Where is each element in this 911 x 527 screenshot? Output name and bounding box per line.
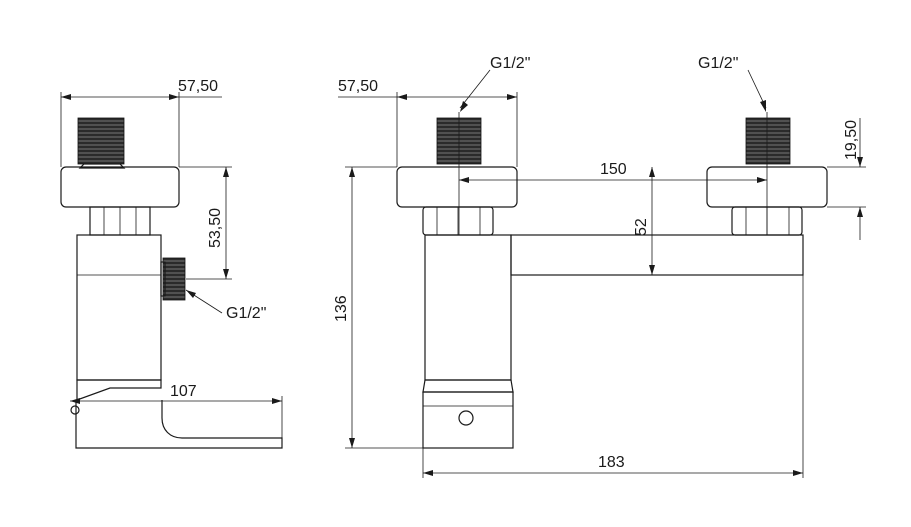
center-spacing-label: 150 bbox=[600, 161, 627, 178]
spout-drop-label: 52 bbox=[633, 218, 650, 236]
front-right-thread-label: G1/2" bbox=[698, 55, 738, 72]
front-spout-bar bbox=[510, 234, 804, 276]
front-view: 57,50 G1/2" G1/2" 19,50 150 52 bbox=[333, 55, 866, 478]
front-top-width-label: 57,50 bbox=[338, 78, 378, 95]
side-main-body bbox=[76, 234, 162, 381]
total-height-label: 136 bbox=[333, 295, 350, 322]
side-top-width-label: 57,50 bbox=[178, 78, 218, 95]
side-spout-base bbox=[75, 400, 283, 449]
side-top-body bbox=[60, 166, 180, 208]
front-right-inlet-thread bbox=[745, 117, 791, 165]
side-thread-label: G1/2" bbox=[226, 305, 266, 322]
front-left-top-body bbox=[396, 166, 518, 208]
side-depth-label: 107 bbox=[170, 383, 197, 400]
front-outlet-hole bbox=[458, 410, 474, 426]
total-length-label: 183 bbox=[598, 454, 625, 471]
front-main-body bbox=[424, 234, 512, 381]
side-outlet-thread bbox=[162, 257, 186, 301]
front-outlet-block bbox=[422, 391, 514, 449]
side-height-label: 53,50 bbox=[207, 208, 224, 248]
side-view: 57,50 53,50 G1/2" 107 bbox=[60, 78, 283, 449]
front-left-thread-label: G1/2" bbox=[490, 55, 530, 72]
side-lower-skirt bbox=[76, 379, 162, 401]
side-top-thread bbox=[77, 117, 125, 165]
front-top-height-label: 19,50 bbox=[843, 120, 860, 160]
